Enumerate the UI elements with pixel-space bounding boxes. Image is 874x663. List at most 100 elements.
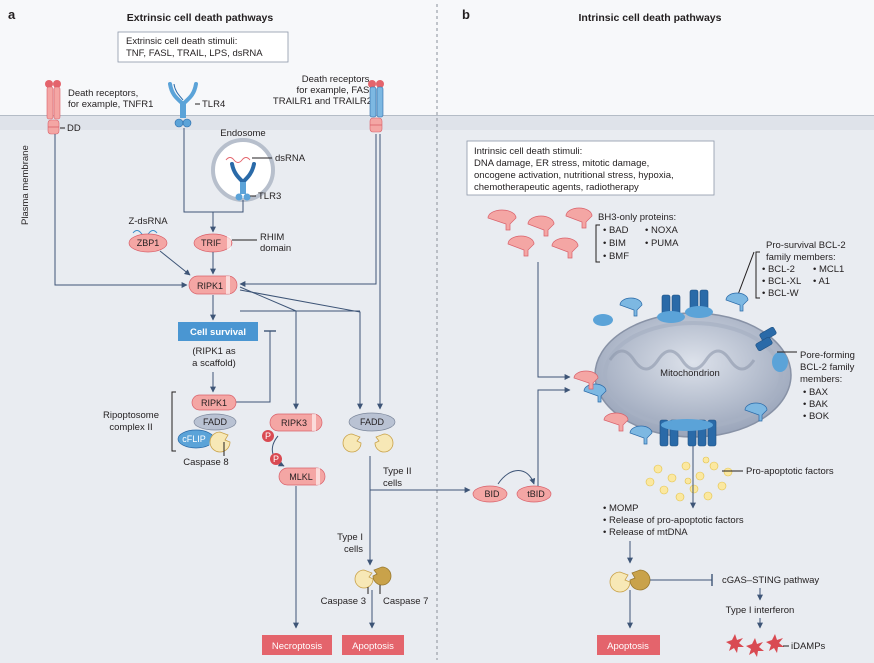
fadd-caspase-icon-right xyxy=(374,433,394,453)
caspase8-icon xyxy=(209,431,231,453)
inhibition-line xyxy=(234,331,271,403)
rhim-label-line1: RHIM xyxy=(260,232,284,243)
type2-line1: Type II xyxy=(383,466,412,477)
ifn-label: Type I interferon xyxy=(726,605,795,616)
fas-receptor-icon xyxy=(368,80,384,133)
pore-item-3: • BOK xyxy=(803,411,830,422)
complex-fadd-label: FADD xyxy=(203,417,228,427)
phospho-icon-mlkl xyxy=(270,453,282,465)
bid-to-tbid-arrow xyxy=(497,470,536,485)
ripk1-node xyxy=(188,275,238,295)
rhim-label-line2: domain xyxy=(260,243,291,254)
apoptosis-box-b xyxy=(597,635,660,655)
ripk3-label: RIPK3 xyxy=(281,418,307,428)
fadd-node xyxy=(348,412,396,432)
momp-item-2: • Release of pro-apoptotic factors xyxy=(603,515,744,526)
intrinsic-stimuli-box xyxy=(466,140,715,196)
apoptosis-label-a: Apoptosis xyxy=(352,641,394,652)
z-dsrna-label: Z-dsRNA xyxy=(128,216,168,227)
tnfr1-receptor-icon xyxy=(45,80,61,135)
bid-node xyxy=(472,485,508,503)
death-receptor-right-line2: for example, FAS, xyxy=(296,85,372,96)
prosurvival-item-5: • A1 xyxy=(813,276,830,287)
caspase7-label: Caspase 7 xyxy=(383,596,428,607)
intrinsic-stimuli-line3: oncogene activation, nutritional stress,… xyxy=(474,170,674,181)
tlr4-label: TLR4 xyxy=(202,99,225,110)
tbid-node xyxy=(516,485,552,503)
mlkl-node xyxy=(278,467,326,486)
ripk1-to-fadd-arrow xyxy=(239,289,363,410)
pro-apoptotic-label: Pro-apoptotic factors xyxy=(746,466,834,477)
bh3-item-1: • BAD xyxy=(603,225,629,236)
caspase8-label: Caspase 8 xyxy=(183,457,228,468)
extrinsic-stimuli-label: Extrinsic cell death stimuli: xyxy=(126,36,237,47)
phospho-icon-ripk3 xyxy=(262,430,274,442)
fas-to-ripk1-arrow xyxy=(239,134,377,287)
cflip-label: cFLIP xyxy=(182,434,206,444)
complex-ripk1-label: RIPK1 xyxy=(201,398,227,408)
phospho-mlkl-label: P xyxy=(273,454,279,464)
panel-a-letter: a xyxy=(8,7,16,22)
dd-label: DD xyxy=(67,123,81,134)
type1-line2: cells xyxy=(344,544,363,555)
apoptosis-box-a xyxy=(342,635,404,655)
zbp1-label: ZBP1 xyxy=(137,238,160,248)
prosurvival-item-4: • MCL1 xyxy=(813,264,844,275)
caspase3-icon xyxy=(354,569,374,589)
pore-title-line2: BCL-2 family xyxy=(800,362,855,373)
cell-survival-box xyxy=(178,322,258,341)
tlr3-to-trif-line xyxy=(213,200,244,213)
pore-item-1: • BAX xyxy=(803,387,829,398)
cgas-label: cGAS–STING pathway xyxy=(722,575,819,586)
panel-b-letter: b xyxy=(462,7,470,22)
pro-apoptotic-factor-dots xyxy=(645,456,733,502)
death-receptor-right-line3: TRAILR1 and TRAILR2 xyxy=(273,96,372,107)
bh3-item-2: • BIM xyxy=(603,238,626,249)
idamps-label: iDAMPs xyxy=(791,641,826,652)
zbp1-to-ripk1-arrow xyxy=(159,250,191,276)
complex-fadd-node xyxy=(193,413,237,431)
tlr4-receptor-icon xyxy=(168,82,198,128)
death-receptor-left-line2: for example, TNFR1 xyxy=(68,99,153,110)
pore-title-line1: Pore-forming xyxy=(800,350,855,361)
bh3-title: BH3-only proteins: xyxy=(598,212,676,223)
pore-item-2: • BAK xyxy=(803,399,829,410)
complex-ripk1-node xyxy=(191,394,237,411)
type2-line2: cells xyxy=(383,478,402,489)
ripoptosome-line1: Ripoptosome xyxy=(103,410,159,421)
prosurvival-title-line1: Pro-survival BCL-2 xyxy=(766,240,846,251)
tbid-label: tBID xyxy=(527,489,545,499)
prosurvival-item-1: • BCL-2 xyxy=(762,264,795,275)
tlr4-to-trif-arrow xyxy=(183,128,216,233)
tbid-to-mitochondrion-arrow xyxy=(537,387,571,486)
panel-a-title: Extrinsic cell death pathways xyxy=(127,12,274,24)
bh3-item-4: • NOXA xyxy=(645,225,679,236)
necroptosis-label: Necroptosis xyxy=(272,641,322,652)
bh3-item-5: • PUMA xyxy=(645,238,679,249)
fadd-caspase-icon-left xyxy=(342,433,362,453)
mlkl-label: MLKL xyxy=(289,472,313,482)
panel-b-title: Intrinsic cell death pathways xyxy=(579,12,722,24)
ripk1-label: RIPK1 xyxy=(197,281,223,291)
bid-label: BID xyxy=(484,489,500,499)
type1-line1: Type I xyxy=(337,532,363,543)
membrane-shade xyxy=(0,116,874,130)
bh3-proteins-cluster xyxy=(487,207,593,259)
ripoptosome-line2: complex II xyxy=(109,422,152,433)
momp-item-1: • MOMP xyxy=(603,503,639,514)
intrinsic-stimuli-line2: DNA damage, ER stress, mitotic damage, xyxy=(474,158,649,169)
pore-title-line3: members: xyxy=(800,374,842,385)
plasma-membrane-label: Plasma membrane xyxy=(20,145,31,225)
intrinsic-stimuli-line1: Intrinsic cell death stimuli: xyxy=(474,146,582,157)
tnfr1-to-ripk1-arrow xyxy=(54,134,188,288)
apoptosis-label-b: Apoptosis xyxy=(607,641,649,652)
ripoptosome-bracket xyxy=(171,391,176,452)
dsrna-icon xyxy=(225,157,251,163)
death-receptor-left-line1: Death receptors, xyxy=(68,88,138,99)
caspase7-icon xyxy=(372,566,392,586)
intrinsic-stimuli-line4: chemotherapeutic agents, radiotherapy xyxy=(474,182,639,193)
pore-forming-protein-caps xyxy=(593,306,788,431)
fadd-label: FADD xyxy=(360,417,385,427)
ripk3-node xyxy=(269,413,323,432)
